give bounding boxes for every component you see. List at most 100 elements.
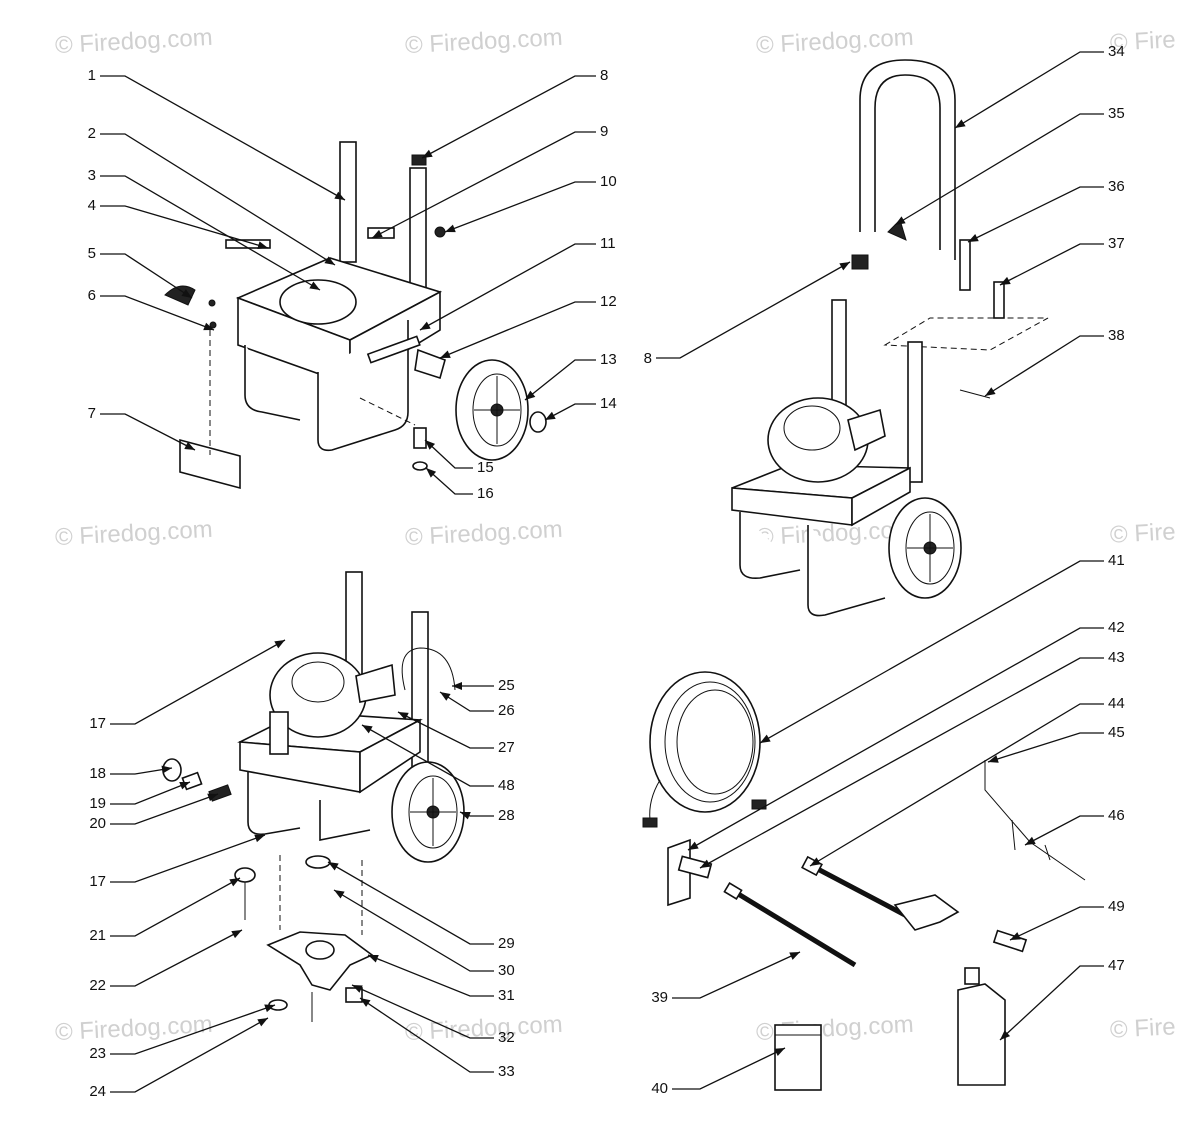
callout: 3 — [88, 167, 321, 291]
arrowhead — [810, 857, 821, 866]
leader-line — [439, 691, 494, 712]
leader-line — [327, 861, 494, 945]
arrowhead — [368, 955, 379, 963]
leader-line — [110, 877, 241, 937]
callout-number: 30 — [498, 962, 515, 979]
callout-number: 39 — [651, 989, 668, 1006]
wheel — [455, 359, 529, 461]
arrowhead — [1025, 836, 1036, 845]
callout: 38 — [984, 327, 1125, 397]
leader-line — [967, 186, 1104, 243]
callout-number: 43 — [1108, 649, 1125, 666]
leader-line — [100, 75, 346, 201]
callout-number: 18 — [89, 765, 106, 782]
callout: 14 — [544, 395, 617, 421]
callout: 16 — [425, 467, 494, 502]
arrowhead — [207, 793, 218, 802]
callout: 33 — [359, 997, 515, 1080]
arrowhead — [372, 229, 383, 238]
accessories — [642, 671, 1086, 1091]
leader-line — [687, 627, 1104, 851]
callout: 47 — [999, 957, 1125, 1041]
arrowhead — [688, 841, 699, 850]
leader-line — [110, 834, 266, 883]
oil-bottle — [957, 967, 1006, 1086]
leader-line — [1024, 815, 1104, 846]
callout-number: 3 — [88, 167, 96, 184]
plug-cap — [411, 154, 427, 166]
callout: 8 — [421, 67, 608, 159]
handle-assembly — [851, 59, 1049, 399]
frame-post-left — [339, 141, 357, 263]
leader-line — [999, 243, 1104, 286]
arrowhead — [254, 834, 265, 843]
callout: 10 — [444, 173, 617, 233]
leader-line — [110, 767, 173, 775]
callout-number: 23 — [89, 1045, 106, 1062]
parts-bag — [774, 1024, 822, 1091]
callout-number: 24 — [89, 1083, 106, 1100]
arrowhead — [425, 440, 436, 450]
callout-number: 28 — [498, 807, 515, 824]
leader-line — [100, 295, 215, 331]
arrowhead — [440, 350, 451, 358]
leader-line — [100, 413, 196, 451]
arrowhead — [545, 411, 556, 420]
leader-line — [100, 253, 193, 299]
callout-number: 8 — [600, 67, 608, 84]
callout: 34 — [954, 43, 1125, 129]
leader-line — [954, 51, 1104, 129]
callout-number: 22 — [89, 977, 106, 994]
callout-number: 45 — [1108, 724, 1125, 741]
arrowhead — [1010, 932, 1021, 940]
callout-number: 31 — [498, 987, 515, 1004]
callout: 12 — [439, 293, 617, 359]
arrowhead — [324, 256, 335, 265]
callout: 26 — [439, 691, 515, 719]
arrowhead — [352, 985, 363, 993]
axle-bracket — [414, 348, 446, 380]
leader-line — [110, 1004, 276, 1055]
callout-number: 10 — [600, 173, 617, 190]
nut — [434, 226, 446, 238]
callout: 48 — [361, 724, 515, 794]
callout: 44 — [809, 695, 1125, 867]
callout-number: 7 — [88, 405, 96, 422]
leader-line — [371, 131, 596, 239]
arrowhead — [452, 682, 462, 690]
callout-number: 48 — [498, 777, 515, 794]
pump — [266, 931, 374, 1022]
callout-number: 15 — [477, 459, 494, 476]
clip — [993, 281, 1005, 319]
arrowhead — [460, 812, 471, 820]
callout: 13 — [524, 351, 617, 401]
callout-number: 27 — [498, 739, 515, 756]
callout: 8 — [644, 261, 851, 367]
leader-line — [894, 113, 1104, 226]
arrowhead — [181, 289, 192, 298]
callout: 31 — [367, 954, 515, 1004]
callout: 11 — [419, 235, 616, 331]
leader-line — [110, 793, 219, 825]
callout-number: 46 — [1108, 807, 1125, 824]
callout-number: 35 — [1108, 105, 1125, 122]
spray-gun — [801, 855, 960, 931]
callout: 22 — [89, 929, 243, 994]
arrowhead — [184, 441, 195, 450]
leader-line — [110, 639, 286, 725]
callout-number: 19 — [89, 795, 106, 812]
arrowhead — [362, 725, 373, 734]
leader-line — [100, 133, 336, 266]
leader-line — [367, 954, 494, 997]
leader-line — [444, 181, 596, 233]
post — [907, 341, 923, 483]
callout-number: 32 — [498, 1029, 515, 1046]
arrowhead — [274, 640, 285, 649]
nozzle — [992, 929, 1028, 953]
callout: 24 — [89, 1017, 269, 1100]
leader-line — [100, 205, 269, 249]
leader-line — [421, 75, 596, 159]
callout-number: 5 — [88, 245, 96, 262]
